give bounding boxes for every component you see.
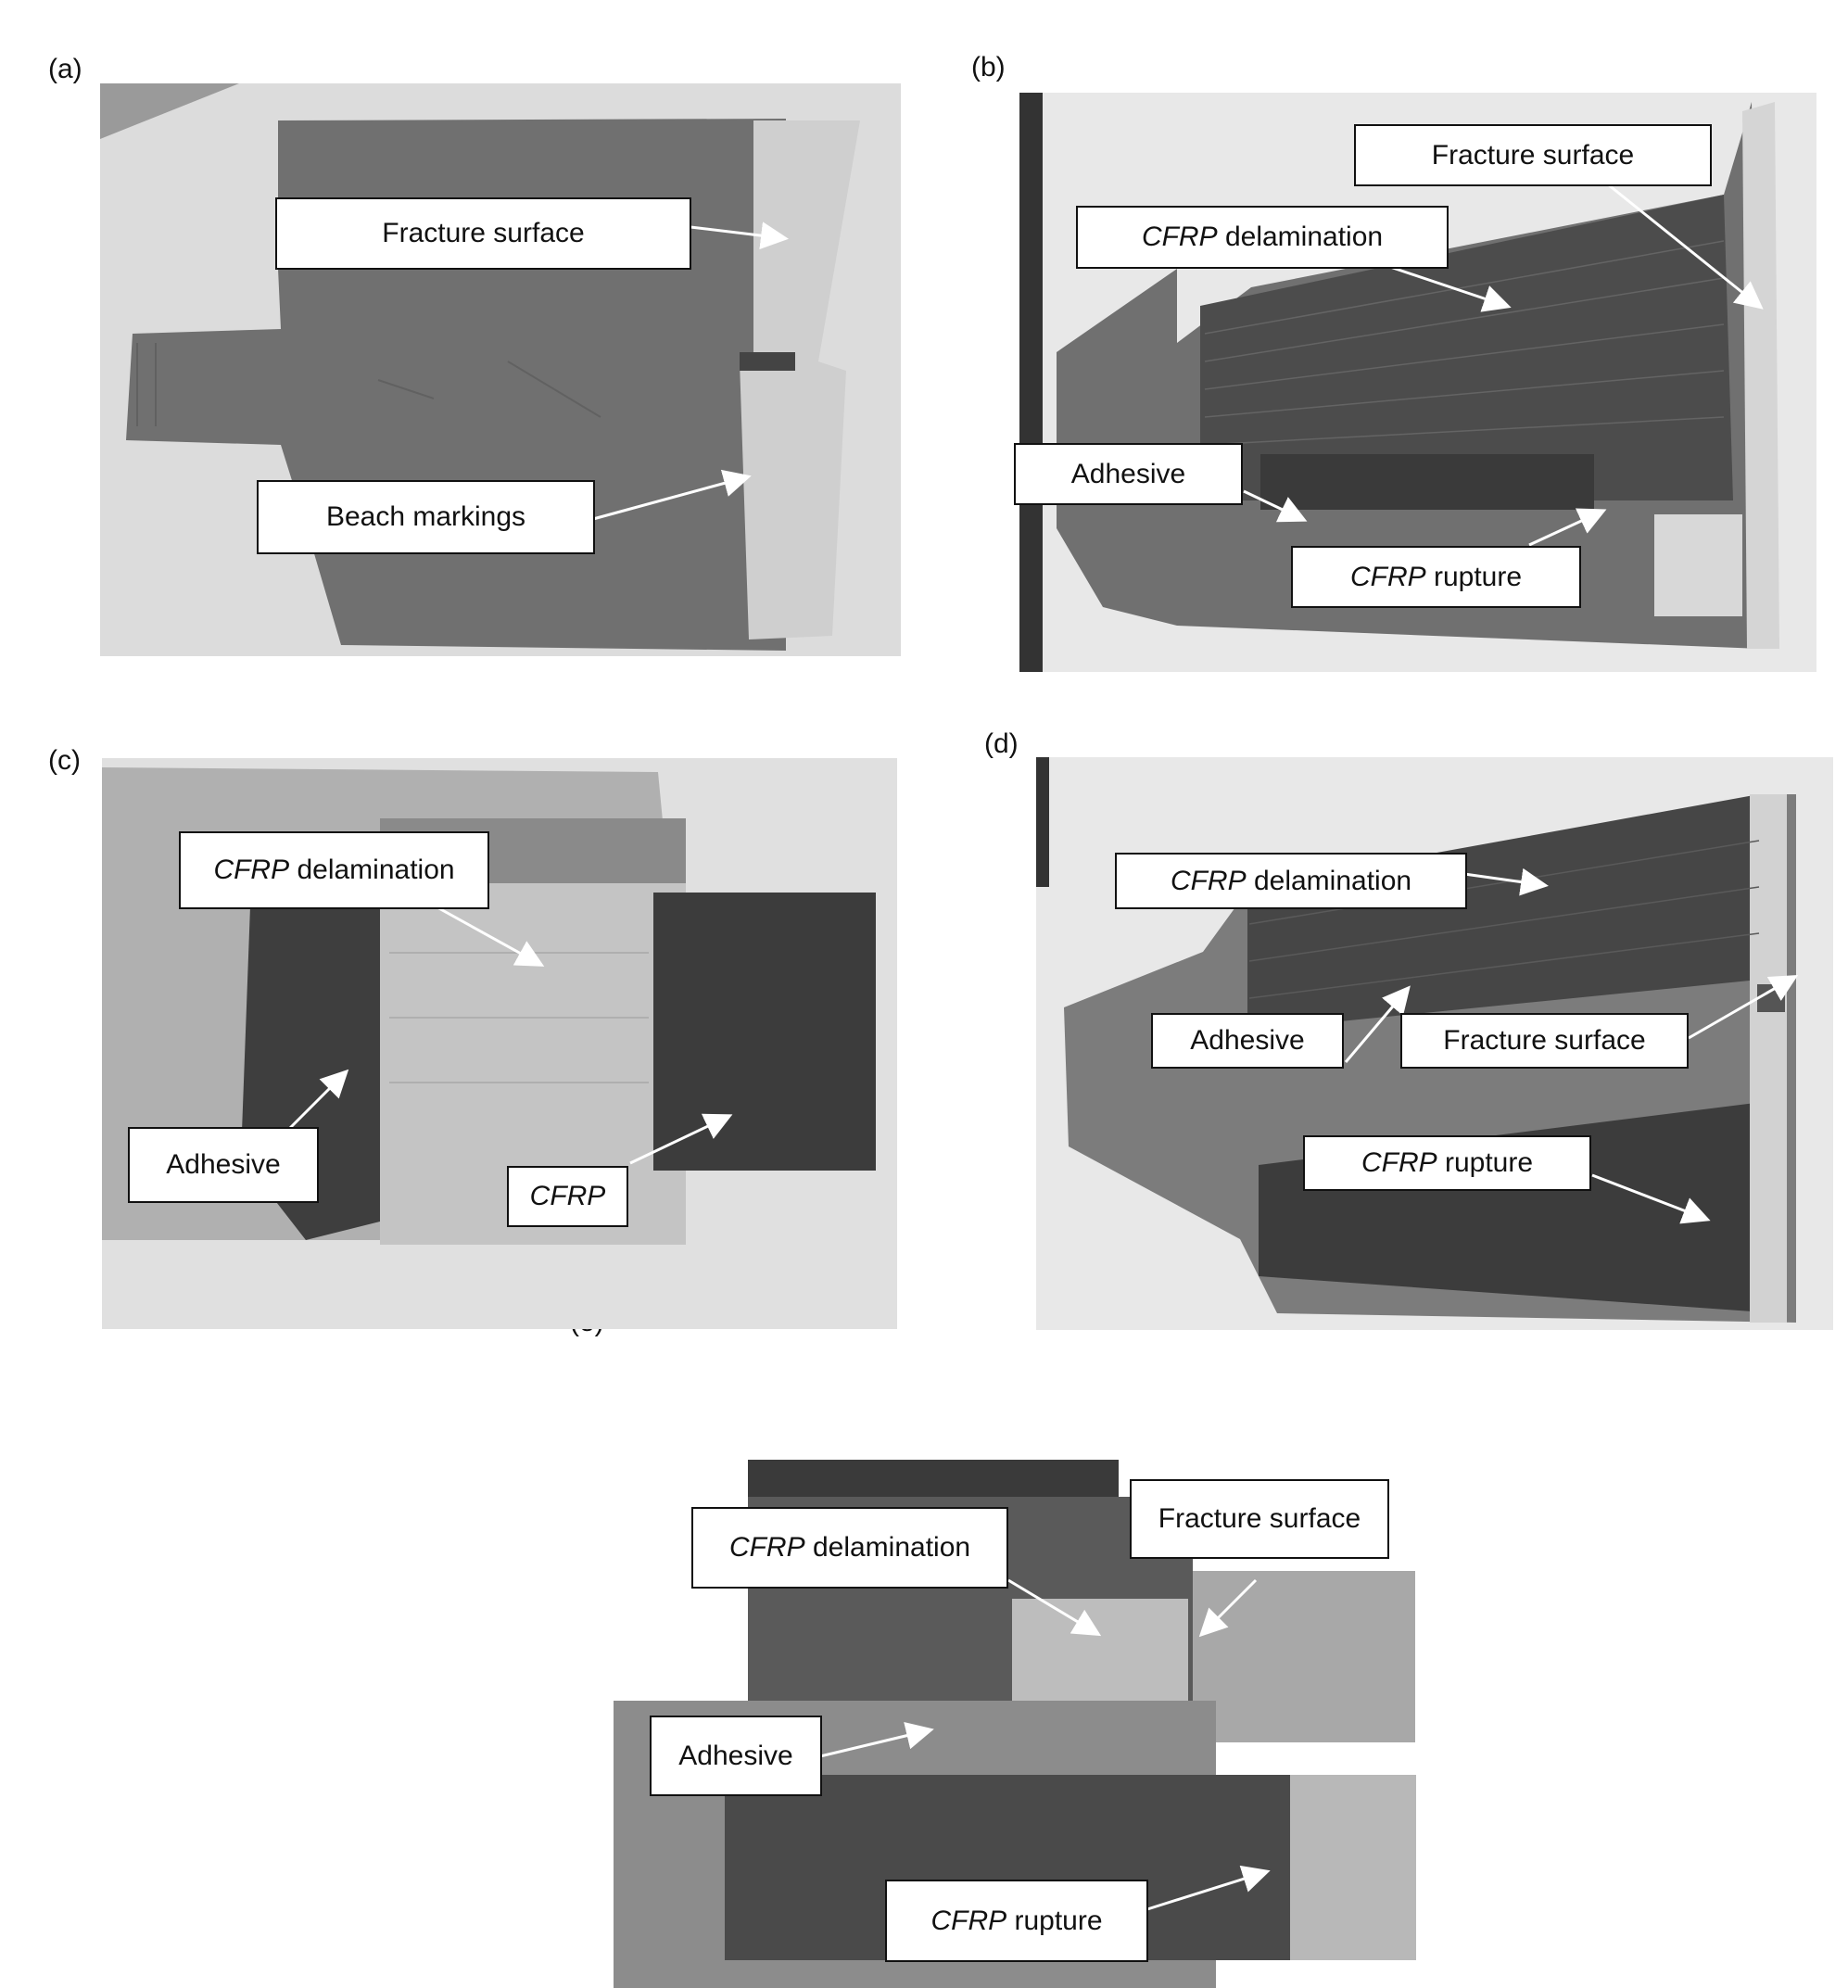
panel-label-d: (d) <box>984 728 1019 759</box>
callout-a-fracture-surface: Fracture surface <box>275 197 691 270</box>
callout-d-cfrp-delamination: CFRP delamination <box>1115 853 1467 909</box>
callout-d-adhesive: Adhesive <box>1151 1013 1344 1069</box>
callout-b-adhesive: Adhesive <box>1014 443 1243 505</box>
callout-d-fracture-surface: Fracture surface <box>1400 1013 1689 1069</box>
callout-b-cfrp-rupture: CFRP rupture <box>1291 546 1581 608</box>
callout-a-beach-markings: Beach markings <box>257 480 595 554</box>
panel-label-a: (a) <box>48 54 82 84</box>
callout-e-cfrp-delamination: CFRP delamination <box>691 1507 1008 1589</box>
callout-e-adhesive: Adhesive <box>650 1716 822 1796</box>
callout-b-fracture-surface: Fracture surface <box>1354 124 1712 186</box>
panel-label-c: (c) <box>48 745 81 776</box>
callout-e-fracture-surface: Fracture surface <box>1130 1479 1389 1559</box>
callout-d-cfrp-rupture: CFRP rupture <box>1303 1135 1591 1191</box>
callout-b-cfrp-delamination: CFRP delamination <box>1076 206 1449 269</box>
panel-label-b: (b) <box>971 52 1006 82</box>
callout-e-cfrp-rupture: CFRP rupture <box>885 1880 1148 1962</box>
callout-c-cfrp: CFRP <box>507 1166 628 1227</box>
callout-c-cfrp-delamination: CFRP delamination <box>179 831 489 909</box>
callout-c-adhesive: Adhesive <box>128 1127 319 1203</box>
photo-a-specimen <box>100 83 901 656</box>
